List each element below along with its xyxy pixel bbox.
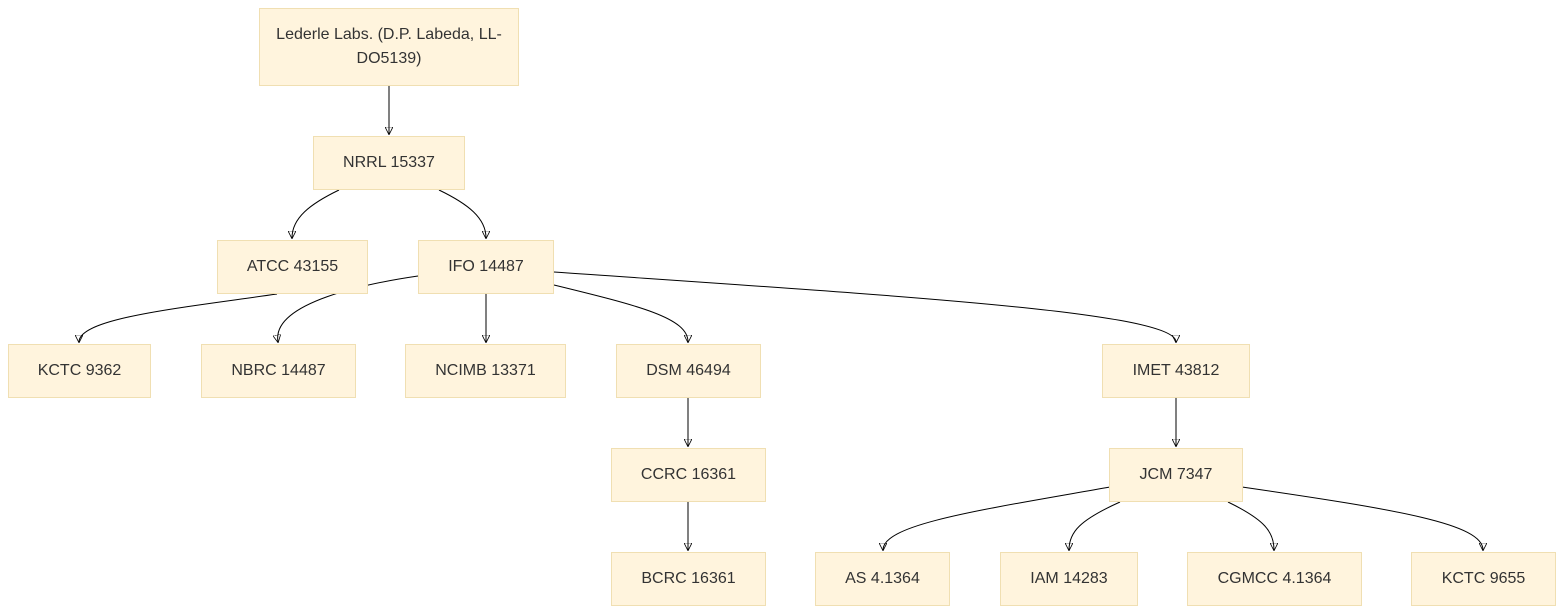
- node-jcm-7347: JCM 7347: [1109, 448, 1243, 502]
- edge-ifo-imet: [553, 271, 1176, 342]
- node-ncimb-13371: NCIMB 13371: [405, 344, 566, 398]
- node-as-4-1364: AS 4.1364: [815, 552, 950, 606]
- edge-jcm-kctc9655: [1241, 486, 1483, 550]
- node-bcrc-16361: BCRC 16361: [611, 552, 766, 606]
- edge-ifo-nbrc: [278, 275, 419, 342]
- edge-jcm-iam: [1069, 501, 1121, 550]
- node-kctc-9655: KCTC 9655: [1411, 552, 1556, 606]
- node-ccrc-16361: CCRC 16361: [611, 448, 766, 502]
- edge-nrrl-ifo: [438, 189, 486, 238]
- node-dsm-46494: DSM 46494: [616, 344, 761, 398]
- node-imet-43812: IMET 43812: [1102, 344, 1250, 398]
- node-nbrc-14487: NBRC 14487: [201, 344, 356, 398]
- edge-jcm-as: [883, 486, 1111, 550]
- node-cgmcc-4-1364: CGMCC 4.1364: [1187, 552, 1362, 606]
- node-lederle-labs: Lederle Labs. (D.P. Labeda, LL-DO5139): [259, 8, 519, 86]
- edge-atcc-kctc9362: [79, 293, 278, 342]
- node-iam-14283: IAM 14283: [1000, 552, 1138, 606]
- node-ifo-14487: IFO 14487: [418, 240, 554, 294]
- node-nrrl-15337: NRRL 15337: [313, 136, 465, 190]
- edge-ifo-dsm: [553, 284, 688, 342]
- edge-jcm-cgmcc: [1227, 501, 1274, 550]
- edge-nrrl-atcc: [292, 189, 340, 238]
- node-kctc-9362: KCTC 9362: [8, 344, 151, 398]
- node-atcc-43155: ATCC 43155: [217, 240, 368, 294]
